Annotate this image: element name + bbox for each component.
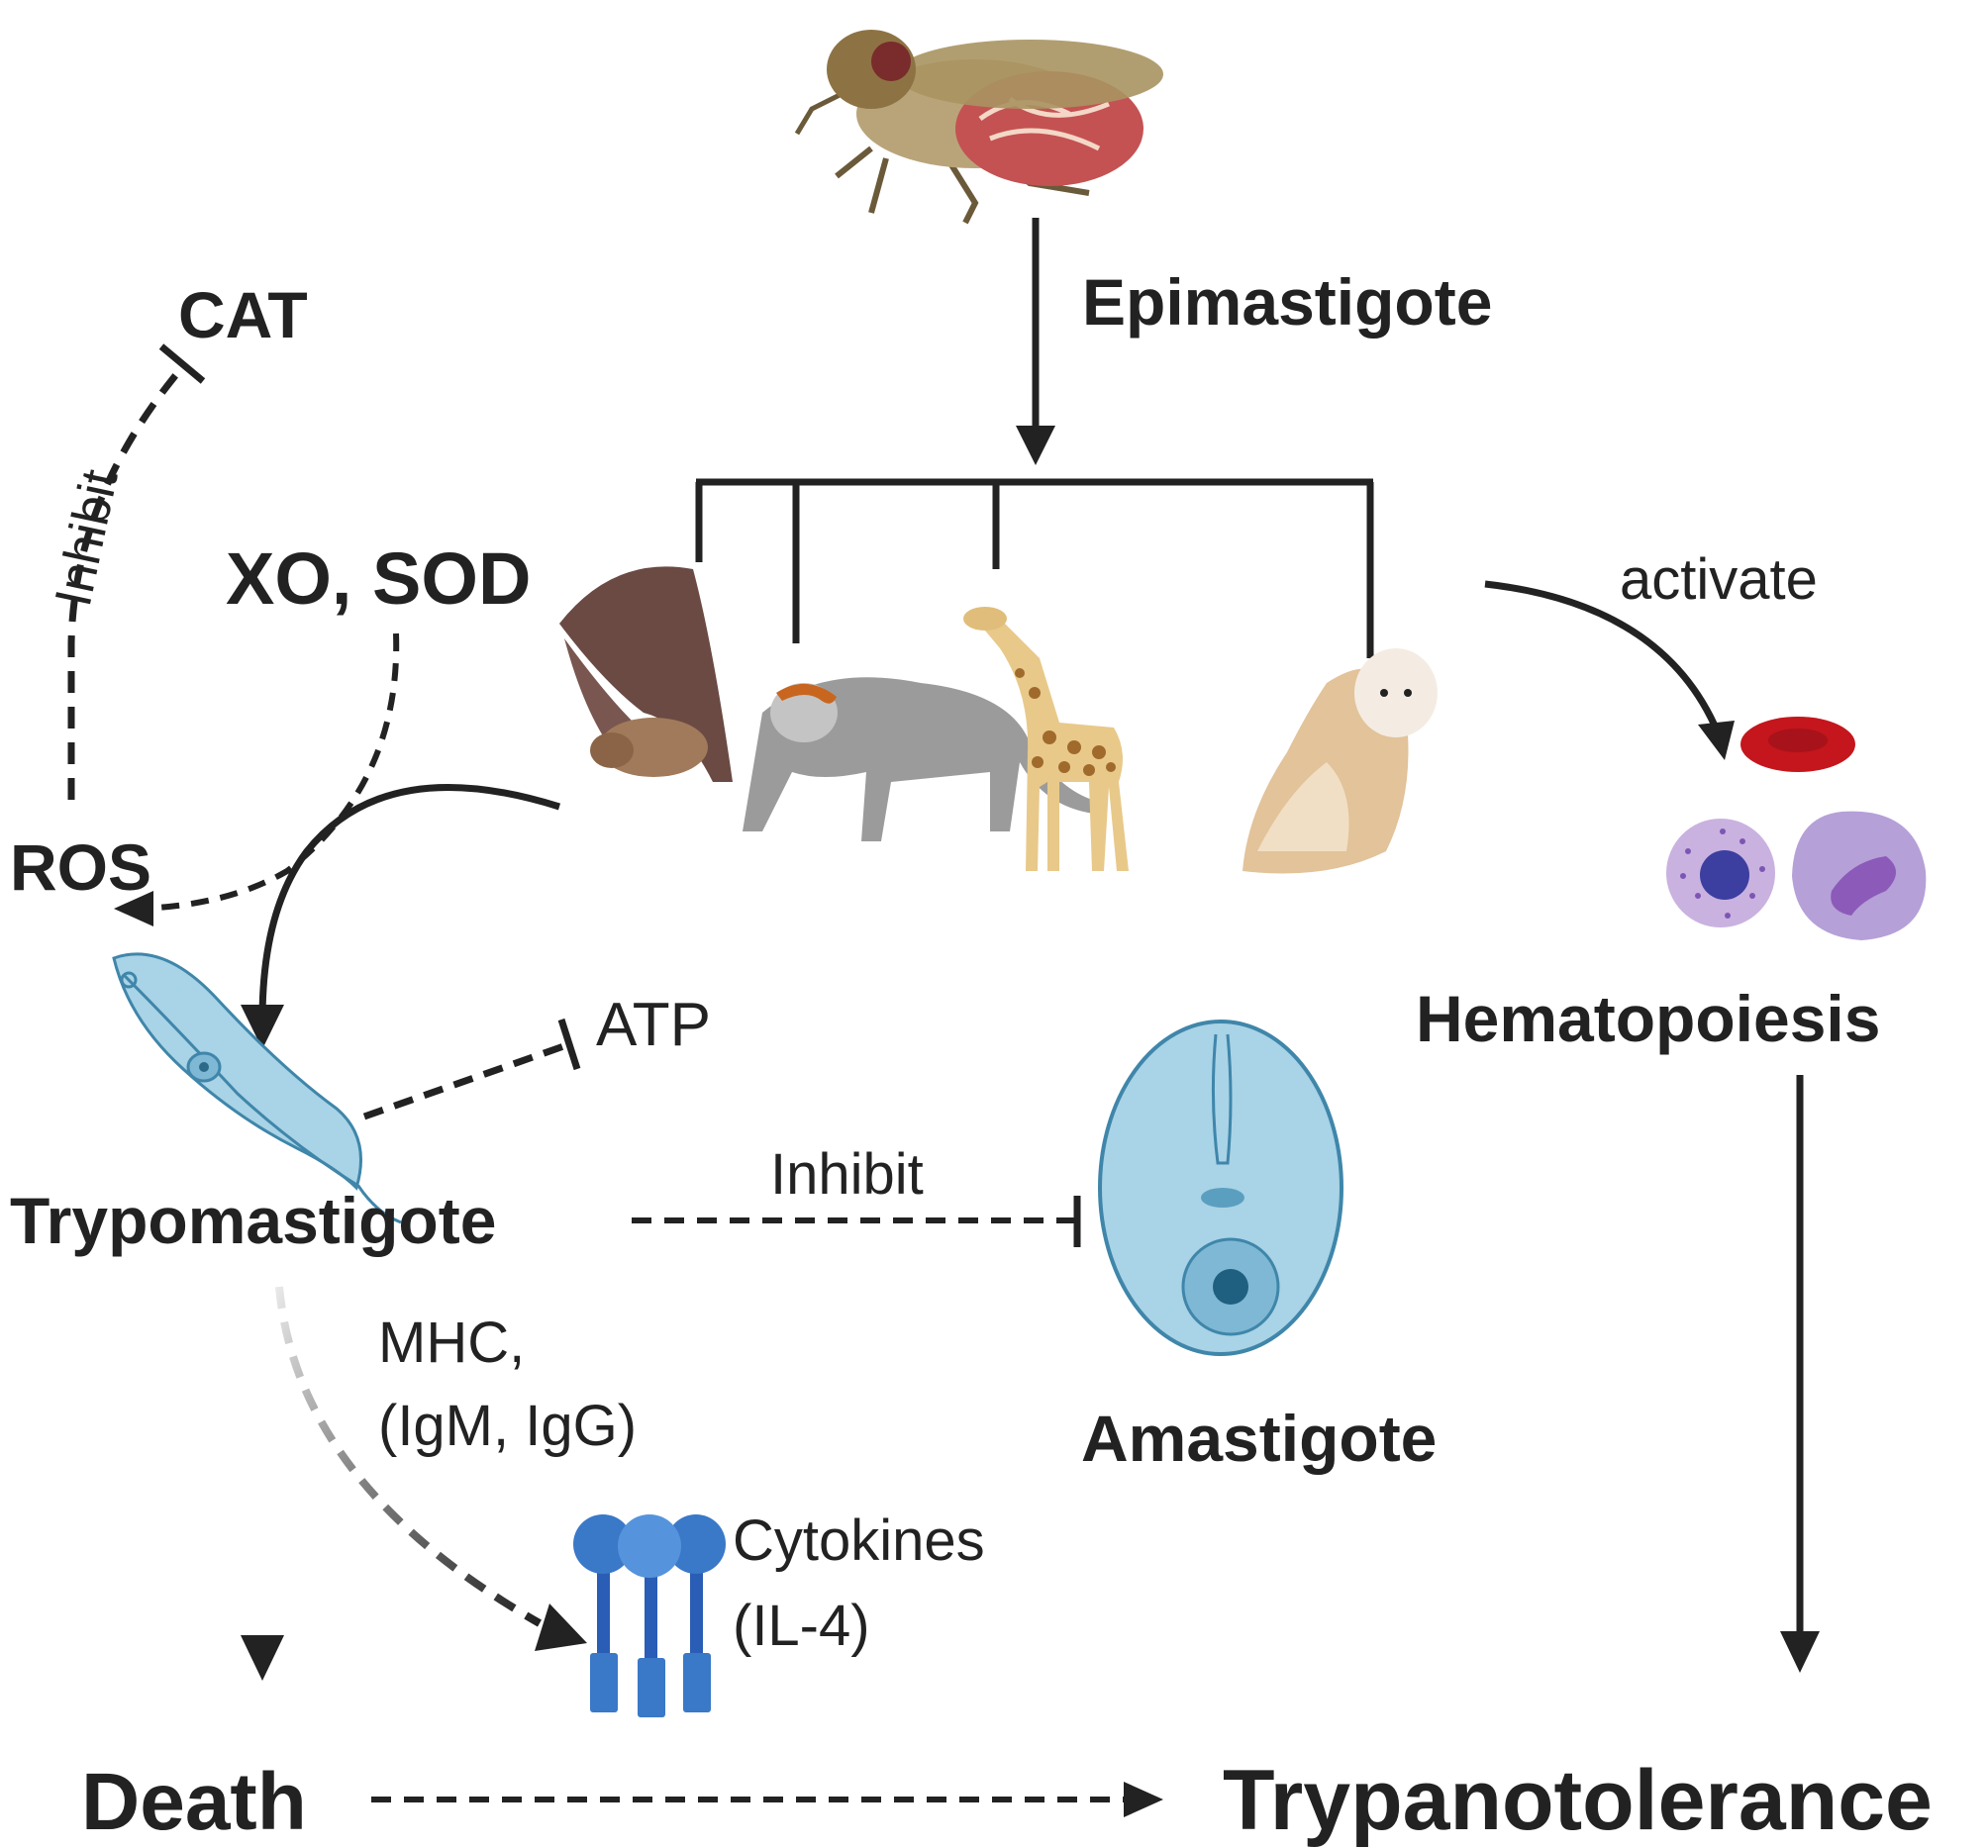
red-blood-cell-icon <box>1740 717 1855 772</box>
cytokine-receptor-icon <box>573 1514 726 1717</box>
il4-label: (IL-4) <box>733 1594 870 1658</box>
xo-sod-label: XO, SOD <box>226 537 532 620</box>
death-arrowhead <box>241 1635 284 1681</box>
xo-sod-to-ros-line <box>138 632 400 912</box>
trypomastigote-cell-icon <box>112 952 402 1224</box>
hematopoiesis-arrowhead <box>1780 1631 1820 1673</box>
granulocyte-icon <box>1666 819 1775 927</box>
trypomastigote-to-atp-inhibit-line <box>362 1040 571 1120</box>
fly-to-hosts-arrowhead <box>1016 426 1055 465</box>
hematopoiesis-label: Hematopoiesis <box>1416 982 1881 1055</box>
bat-icon <box>559 566 733 782</box>
giraffe-icon <box>963 607 1129 871</box>
trypomastigote-label: Trypomastigote <box>10 1184 497 1257</box>
monocyte-icon <box>1792 811 1927 940</box>
mhc-label: MHC, <box>378 1311 526 1375</box>
ros-arrowhead <box>114 891 153 926</box>
epimastigote-label: Epimastigote <box>1082 265 1493 339</box>
cytokines-label: Cytokines <box>733 1508 985 1573</box>
cytokines-arrowhead <box>535 1604 587 1651</box>
activate-label: activate <box>1620 547 1818 612</box>
trypomastigote-arrowhead <box>241 1005 284 1049</box>
amastigote-label: Amastigote <box>1081 1402 1438 1475</box>
activate-arrow <box>1484 580 1722 734</box>
inhibit-vertical-label: Inhibit <box>45 464 130 611</box>
hosts-to-trypomastigote-arrow <box>258 784 561 1021</box>
trypanotolerance-arrowhead <box>1124 1782 1163 1817</box>
monkey-icon <box>743 677 1099 841</box>
trypanotolerance-label: Trypanotolerance <box>1223 1753 1933 1848</box>
inhibit-horizontal-label: Inhibit <box>770 1142 924 1207</box>
owl-icon <box>1242 648 1438 874</box>
ros-label: ROS <box>10 830 152 904</box>
ros-to-cat-inhibit-line <box>67 363 186 800</box>
igm-igg-label: (IgM, IgG) <box>378 1394 638 1458</box>
atp-label: ATP <box>596 991 711 1059</box>
cat-inhibit-bar <box>158 343 206 384</box>
activate-arrowhead <box>1698 721 1735 760</box>
hosts-bracket <box>695 478 1374 658</box>
amastigote-cell-icon <box>1098 1020 1343 1356</box>
cat-label: CAT <box>178 278 308 351</box>
trypomastigote-to-cytokines-line <box>275 1286 542 1627</box>
tsetse-fly-icon <box>794 30 1163 225</box>
death-label: Death <box>81 1757 307 1847</box>
atp-inhibit-bar <box>557 1018 581 1071</box>
